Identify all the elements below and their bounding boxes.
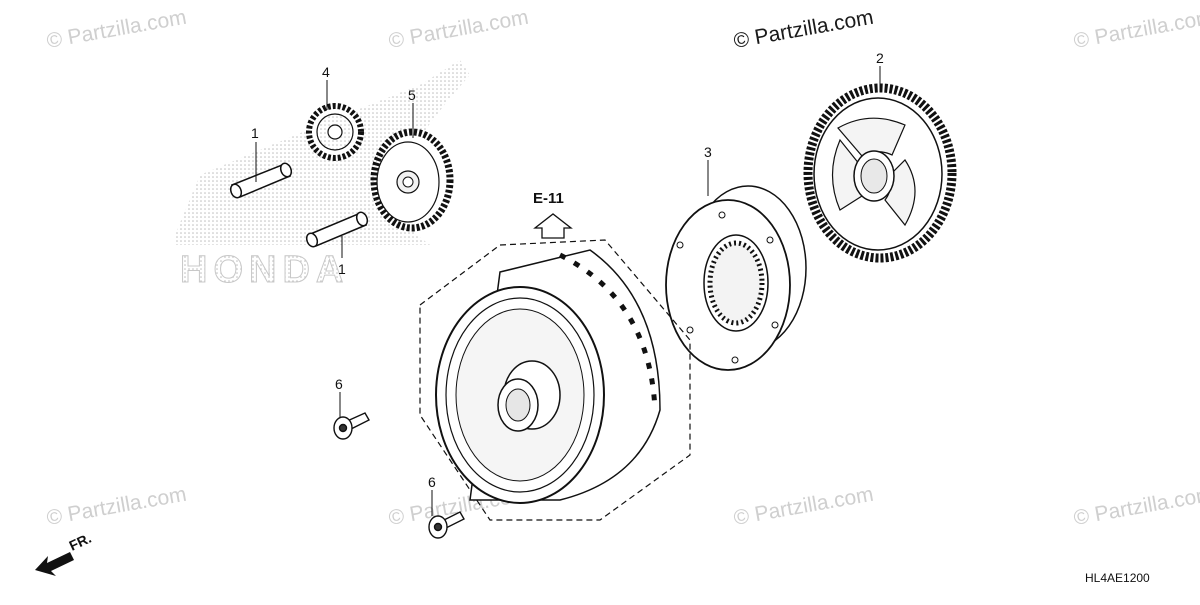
watermark: © Partzilla.com [1072, 6, 1200, 53]
front-direction-arrow-icon [35, 552, 74, 576]
honda-wordmark: HONDA [180, 249, 349, 291]
diagram-code: HL4AE1200 [1085, 571, 1150, 585]
front-direction-label: FR. [67, 530, 94, 554]
pin-lower-icon [305, 211, 369, 248]
watermark: © Partzilla.com [732, 483, 875, 530]
pin-upper-icon [229, 162, 293, 199]
callout-part-2[interactable]: 2 [876, 50, 884, 66]
watermark: © Partzilla.com [1072, 483, 1200, 530]
starter-clutch-icon [665, 185, 807, 371]
watermark: © Partzilla.com [45, 6, 188, 53]
callout-part-4[interactable]: 4 [322, 64, 330, 80]
bolt-lower-icon [428, 511, 465, 539]
callout-part-1[interactable]: 1 [251, 125, 259, 141]
callout-part-1[interactable]: 1 [338, 261, 346, 277]
assembly-boundary [419, 239, 691, 521]
starter-driven-gear-icon [803, 83, 957, 263]
callout-part-6[interactable]: 6 [335, 376, 343, 392]
bolt-upper-icon [333, 412, 370, 440]
callout-part-6[interactable]: 6 [428, 474, 436, 490]
watermark: © Partzilla.com [45, 483, 188, 530]
leader-lines [255, 66, 881, 516]
callout-part-3[interactable]: 3 [704, 144, 712, 160]
idle-gear-small-icon [306, 103, 364, 161]
reference-arrow-icon [533, 213, 573, 239]
watermark: © Partzilla.com [387, 6, 530, 53]
callout-part-5[interactable]: 5 [408, 87, 416, 103]
idle-gear-large-icon [370, 128, 454, 232]
flywheel-icon [435, 249, 661, 504]
watermark-main: © Partzilla.com [732, 6, 875, 53]
reference-label[interactable]: E-11 [533, 190, 564, 207]
